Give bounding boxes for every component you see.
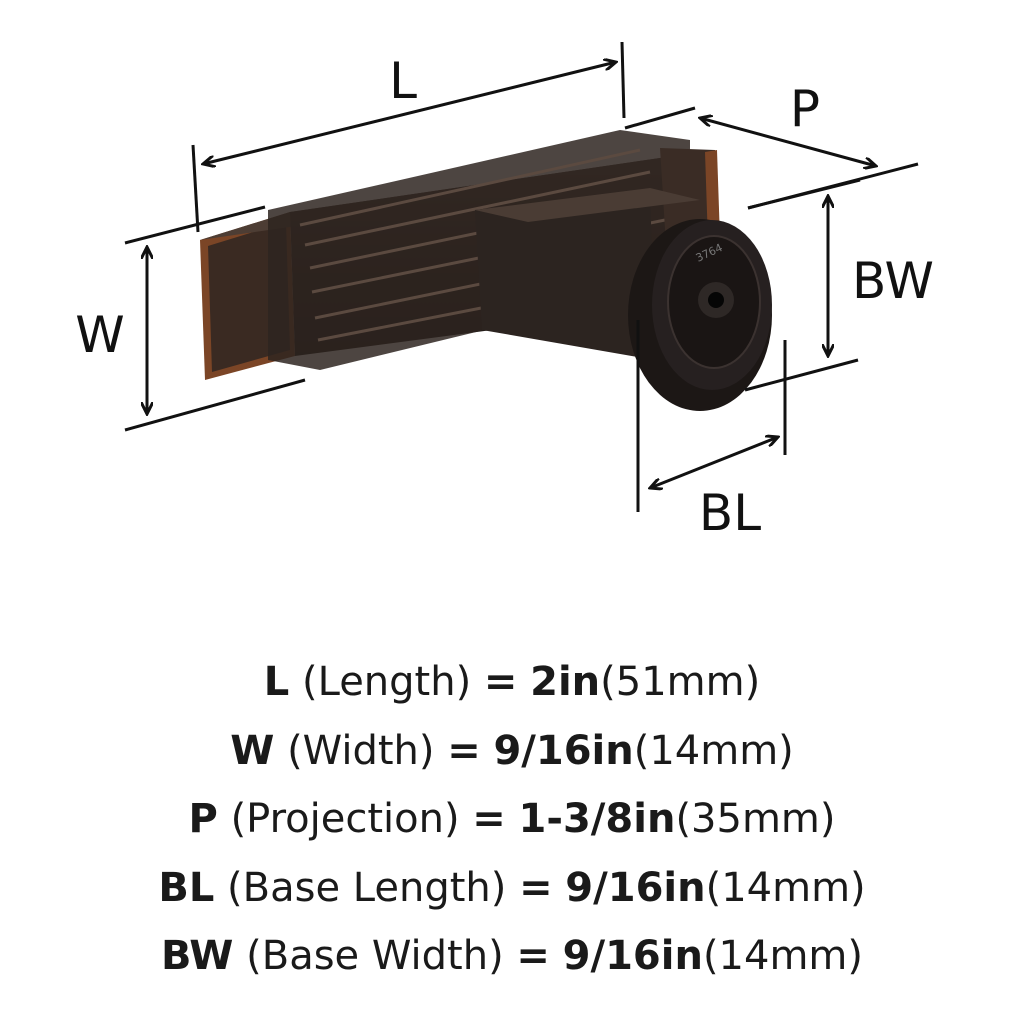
spec-abbr: W bbox=[230, 727, 275, 774]
spec-eq: = bbox=[519, 864, 553, 911]
product-dimension-diagram: 3764 L P BW W BL bbox=[75, 41, 934, 542]
dimension-specs: L (Length) = 2in(51mm) W (Width) = 9/16i… bbox=[0, 648, 1024, 991]
label-l: L bbox=[389, 52, 417, 110]
spec-name: (Base Length) bbox=[227, 864, 507, 911]
spec-metric: (14mm) bbox=[702, 933, 863, 979]
spec-name: (Projection) bbox=[230, 796, 460, 842]
spec-base-width: BW (Base Width) = 9/16in(14mm) bbox=[0, 922, 1024, 991]
spec-eq: = bbox=[516, 933, 550, 979]
spec-abbr: BL bbox=[158, 864, 215, 911]
spec-abbr: L bbox=[263, 659, 290, 705]
dimension-lines bbox=[124, 41, 919, 512]
spec-imperial: 9/16in bbox=[565, 864, 706, 911]
spec-eq: = bbox=[483, 659, 518, 705]
spec-metric: (14mm) bbox=[633, 727, 794, 774]
spec-metric: (35mm) bbox=[675, 796, 836, 842]
t-knob-illustration: 3764 bbox=[200, 130, 772, 411]
spec-abbr: P bbox=[188, 796, 218, 842]
spec-abbr: BW bbox=[161, 933, 234, 979]
spec-eq: = bbox=[472, 796, 506, 842]
spec-metric: (51mm) bbox=[600, 659, 761, 705]
spec-width: W (Width) = 9/16in(14mm) bbox=[0, 717, 1024, 786]
spec-name: (Base Width) bbox=[246, 933, 504, 979]
label-w: W bbox=[75, 306, 124, 364]
label-bw: BW bbox=[852, 252, 934, 310]
spec-metric: (14mm) bbox=[705, 864, 866, 911]
spec-eq: = bbox=[447, 727, 481, 774]
spec-name: (Length) bbox=[302, 659, 472, 705]
spec-name: (Width) bbox=[287, 727, 435, 774]
spec-length: L (Length) = 2in(51mm) bbox=[0, 648, 1024, 717]
label-p: P bbox=[790, 80, 820, 138]
spec-imperial: 9/16in bbox=[493, 727, 634, 774]
spec-imperial: 1-3/8in bbox=[518, 796, 676, 842]
spec-imperial: 9/16in bbox=[562, 933, 703, 979]
spec-projection: P (Projection) = 1-3/8in(35mm) bbox=[0, 785, 1024, 854]
label-bl: BL bbox=[699, 484, 761, 542]
spec-imperial: 2in bbox=[530, 659, 601, 705]
spec-base-length: BL (Base Length) = 9/16in(14mm) bbox=[0, 854, 1024, 923]
